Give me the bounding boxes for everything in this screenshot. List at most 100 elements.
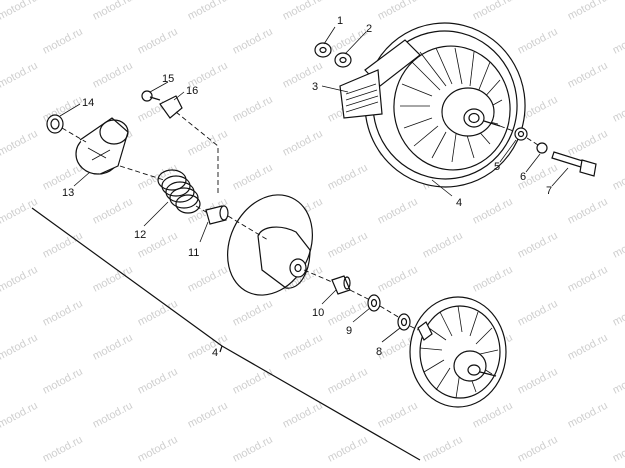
watermark-text: motod.ru	[471, 196, 515, 227]
watermark-text: motod.ru	[0, 400, 40, 431]
watermark-text: motod.ru	[471, 0, 515, 23]
callout-14: 14	[82, 97, 94, 109]
moveable-sheave	[227, 194, 313, 296]
watermark-text: motod.ru	[376, 196, 420, 227]
watermark-text: motod.ru	[516, 366, 560, 397]
watermark-text: motod.ru	[231, 26, 275, 57]
watermark-text: motod.ru	[231, 162, 275, 193]
spring-part-12	[157, 169, 201, 214]
watermark-text: motod.ru	[471, 400, 515, 431]
watermark-text: motod.ru	[136, 26, 180, 57]
watermark-text: motod.ru	[421, 434, 465, 465]
callout-5: 5	[494, 161, 500, 173]
watermark-text: motod.ru	[136, 162, 180, 193]
watermark-text: motod.ru	[326, 26, 370, 57]
watermark-text: motod.ru	[566, 196, 610, 227]
watermark-text: motod.ru	[611, 298, 625, 329]
watermark-text: motod.ru	[91, 400, 135, 431]
watermark-text: motod.ru	[611, 162, 625, 193]
callout-labels: 1 2 3 4 5 6 7 8 9 10 11 12 13 14 15 16 4	[62, 15, 552, 359]
callout-15: 15	[162, 73, 174, 85]
callout-9: 9	[346, 325, 352, 337]
watermark-text: motod.ru	[566, 128, 610, 159]
assembly-axis-lines	[61, 111, 539, 331]
watermark-text: motod.ru	[136, 298, 180, 329]
watermark-text: motod.ru	[91, 60, 135, 91]
callout-6: 6	[520, 171, 526, 183]
watermark-text: motod.ru	[41, 230, 85, 261]
watermark-text: motod.ru	[91, 264, 135, 295]
bushing-part-10	[331, 275, 351, 295]
watermark-text: motod.ru	[91, 332, 135, 363]
watermark-text: motod.ru	[0, 264, 40, 295]
watermark-text: motod.ru	[186, 128, 230, 159]
bolt-part-7	[551, 151, 597, 177]
callout-16: 16	[186, 85, 198, 97]
watermark-text: motod.ru	[421, 230, 465, 261]
group-bracket	[31, 207, 421, 461]
watermark-text: motod.ru	[326, 366, 370, 397]
watermark-text: motod.ru	[136, 366, 180, 397]
watermark-text: motod.ru	[186, 400, 230, 431]
watermark-text: motod.ru	[566, 264, 610, 295]
watermark-text: motod.ru	[186, 264, 230, 295]
callout-10: 10	[312, 307, 324, 319]
watermark-text: motod.ru	[326, 162, 370, 193]
watermark-text: motod.ru	[376, 264, 420, 295]
watermark-text: motod.ru	[376, 0, 420, 23]
watermark-text: motod.ru	[566, 400, 610, 431]
watermark-text: motod.ru	[566, 0, 610, 23]
watermark-text: motod.ru	[326, 230, 370, 261]
watermark-text: motod.ru	[231, 366, 275, 397]
watermark-text: motod.ru	[516, 434, 560, 465]
washer-part-8	[397, 313, 411, 331]
drive-belt	[339, 39, 421, 119]
watermark-text: motod.ru	[41, 26, 85, 57]
watermark-text: motod.ru	[231, 434, 275, 465]
watermark-text: motod.ru	[376, 400, 420, 431]
fixed-sheave	[409, 296, 507, 408]
watermark-text: motod.ru	[186, 0, 230, 23]
watermark-text: motod.ru	[281, 60, 325, 91]
watermark-text: motod.ru	[41, 434, 85, 465]
watermark-text: motod.ru	[516, 230, 560, 261]
watermark-text: motod.ru	[0, 332, 40, 363]
washer-part-1	[314, 42, 332, 58]
watermark-text: motod.ru	[611, 26, 625, 57]
callout-7: 7	[546, 185, 552, 197]
watermark-text: motod.ru	[0, 0, 40, 23]
watermark-text: motod.ru	[0, 196, 40, 227]
watermark-text: motod.ru	[611, 94, 625, 125]
washer-part-2	[334, 52, 352, 68]
watermark-text: motod.ru	[231, 94, 275, 125]
callout-2: 2	[366, 23, 372, 35]
watermark-text: motod.ru	[471, 264, 515, 295]
watermark-text: motod.ru	[281, 400, 325, 431]
callout-13: 13	[62, 187, 74, 199]
watermark-text: motod.ru	[611, 434, 625, 465]
watermark-text: motod.ru	[41, 298, 85, 329]
cam-part-13	[75, 117, 129, 175]
watermark-text: motod.ru	[231, 298, 275, 329]
snap-ring-part-14	[46, 114, 64, 134]
watermark-text: motod.ru	[91, 196, 135, 227]
washer-part-6	[536, 142, 548, 154]
watermark-text: motod.ru	[91, 0, 135, 23]
watermark-text: motod.ru	[281, 128, 325, 159]
screw-part-15	[141, 90, 161, 102]
watermark-text: motod.ru	[516, 298, 560, 329]
watermark-text: motod.ru	[326, 434, 370, 465]
callout-4: 4	[456, 197, 462, 209]
group-label: 4	[212, 347, 218, 359]
callout-8: 8	[376, 346, 382, 358]
watermark-text: motod.ru	[611, 366, 625, 397]
watermark-text: motod.ru	[281, 0, 325, 23]
callout-12: 12	[134, 229, 146, 241]
watermark-text: motod.ru	[611, 230, 625, 261]
watermark-text: motod.ru	[566, 332, 610, 363]
callout-11: 11	[188, 247, 199, 259]
watermark-text: motod.ru	[41, 366, 85, 397]
watermark-text: motod.ru	[136, 434, 180, 465]
